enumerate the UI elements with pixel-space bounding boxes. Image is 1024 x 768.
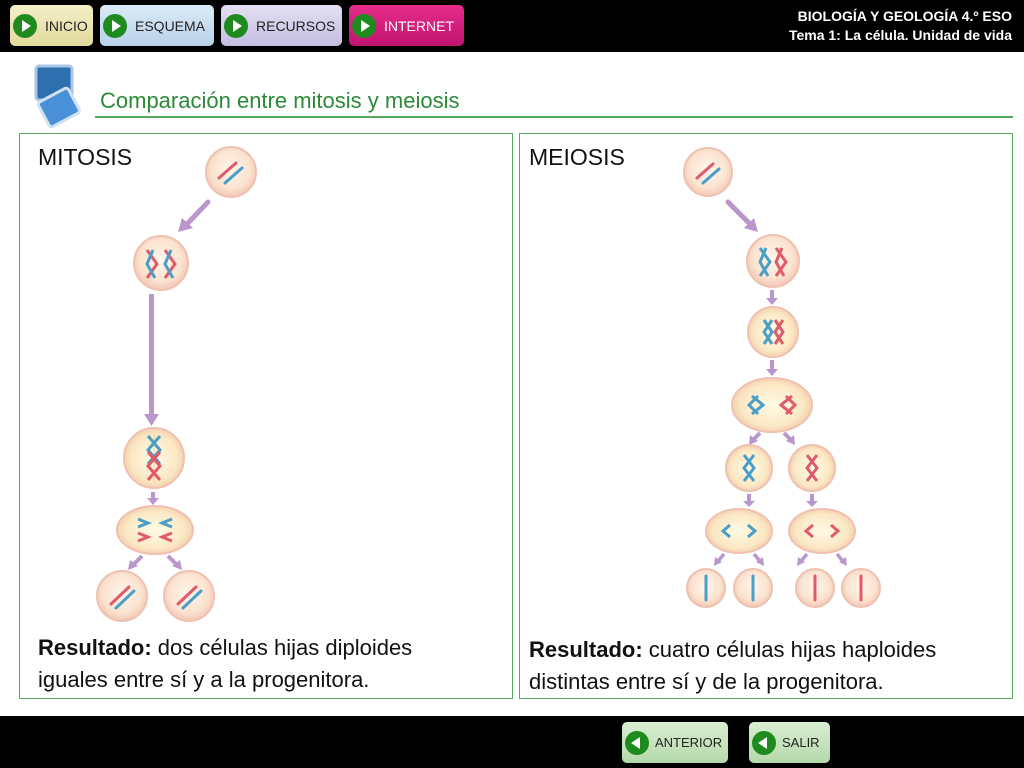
play-icon <box>13 13 37 38</box>
arrow-icon <box>806 494 818 507</box>
replicated-chromosomes-cell <box>746 234 800 288</box>
bottom-navigation-bar: ANTERIOR SALIR <box>0 716 1024 768</box>
result-text-line1: dos células hijas diploides <box>151 635 413 660</box>
arrow-icon <box>743 494 755 507</box>
esquema-button[interactable]: ESQUEMA <box>100 5 214 46</box>
anterior-button[interactable]: ANTERIOR <box>622 722 728 763</box>
inicio-button[interactable]: INICIO <box>10 5 93 46</box>
result-label: Resultado: <box>38 635 152 660</box>
mitosis-panel: MITOSIS Resultado: dos células hijas dip… <box>19 133 513 699</box>
arrow-icon <box>749 431 762 445</box>
arrow-icon <box>144 294 159 426</box>
meiosis-panel: MEIOSIS Resultado: cuatro células hijas … <box>519 133 1013 699</box>
arrow-icon <box>752 552 764 566</box>
daughter-cell <box>163 570 215 622</box>
arrow-icon <box>147 492 159 505</box>
arrow-icon <box>835 552 847 566</box>
salir-label: SALIR <box>782 735 820 750</box>
arrow-icon <box>128 554 144 570</box>
top-navigation-bar: INICIO ESQUEMA RECURSOS INTERNET BIOLOGÍ… <box>0 0 1024 52</box>
document-icon <box>32 64 82 134</box>
arrow-icon <box>782 431 795 445</box>
salir-button[interactable]: SALIR <box>749 722 830 763</box>
haploid-daughter-cell <box>733 568 773 608</box>
title-divider <box>95 116 1013 118</box>
result-label: Resultado: <box>529 637 643 662</box>
inicio-label: INICIO <box>45 17 88 34</box>
parent-cell <box>683 147 733 197</box>
haploid-daughter-cell <box>795 568 835 608</box>
arrow-icon <box>797 552 809 566</box>
meiosis-diagram <box>683 147 881 608</box>
anterior-label: ANTERIOR <box>655 735 723 750</box>
recursos-label: RECURSOS <box>256 17 336 34</box>
back-arrow-icon <box>625 730 649 755</box>
homologous-pair-cell <box>747 306 799 358</box>
meiosis-title: MEIOSIS <box>529 144 625 170</box>
result-text-line2: distintas entre sí y de la progenitora. <box>529 669 884 694</box>
anaphase-one-cell <box>731 377 813 433</box>
anaphase-two-cell <box>705 508 773 554</box>
arrow-icon <box>714 552 726 566</box>
haploid-daughter-cell <box>841 568 881 608</box>
play-icon <box>224 13 248 38</box>
mitosis-diagram <box>96 146 257 622</box>
recursos-button[interactable]: RECURSOS <box>221 5 342 46</box>
esquema-label: ESQUEMA <box>135 17 206 34</box>
internet-label: INTERNET <box>384 17 454 34</box>
arrow-icon <box>178 199 211 232</box>
result-text-line1: cuatro células hijas haploides <box>642 637 937 662</box>
anaphase-two-cell <box>788 508 856 554</box>
course-title: BIOLOGÍA Y GEOLOGÍA 4.º ESO Tema 1: La c… <box>789 7 1012 45</box>
internet-button[interactable]: INTERNET <box>349 5 464 46</box>
meiosis-one-daughter-cell <box>725 444 773 492</box>
arrow-icon <box>725 199 758 232</box>
result-text-line2: iguales entre sí y a la progenitora. <box>38 667 370 692</box>
haploid-daughter-cell <box>686 568 726 608</box>
course-unit: Tema 1: La célula. Unidad de vida <box>788 27 1012 43</box>
daughter-cell <box>96 570 148 622</box>
meiosis-result: Resultado: cuatro células hijas haploide… <box>529 634 999 698</box>
meiosis-one-daughter-cell <box>788 444 836 492</box>
arrow-icon <box>166 554 182 570</box>
play-icon <box>103 13 127 38</box>
page-title: Comparación entre mitosis y meiosis <box>100 88 460 113</box>
back-arrow-icon <box>752 730 776 755</box>
parent-cell <box>205 146 257 198</box>
mitosis-result: Resultado: dos células hijas diploides i… <box>38 632 508 696</box>
arrow-icon <box>766 360 778 376</box>
play-icon <box>352 13 376 38</box>
anaphase-cell <box>116 505 194 555</box>
course-subject: BIOLOGÍA Y GEOLOGÍA 4.º ESO <box>797 8 1012 24</box>
arrow-icon <box>766 290 778 305</box>
replicated-chromosomes-cell <box>133 235 189 291</box>
metaphase-cell <box>123 427 185 489</box>
mitosis-title: MITOSIS <box>38 144 133 170</box>
